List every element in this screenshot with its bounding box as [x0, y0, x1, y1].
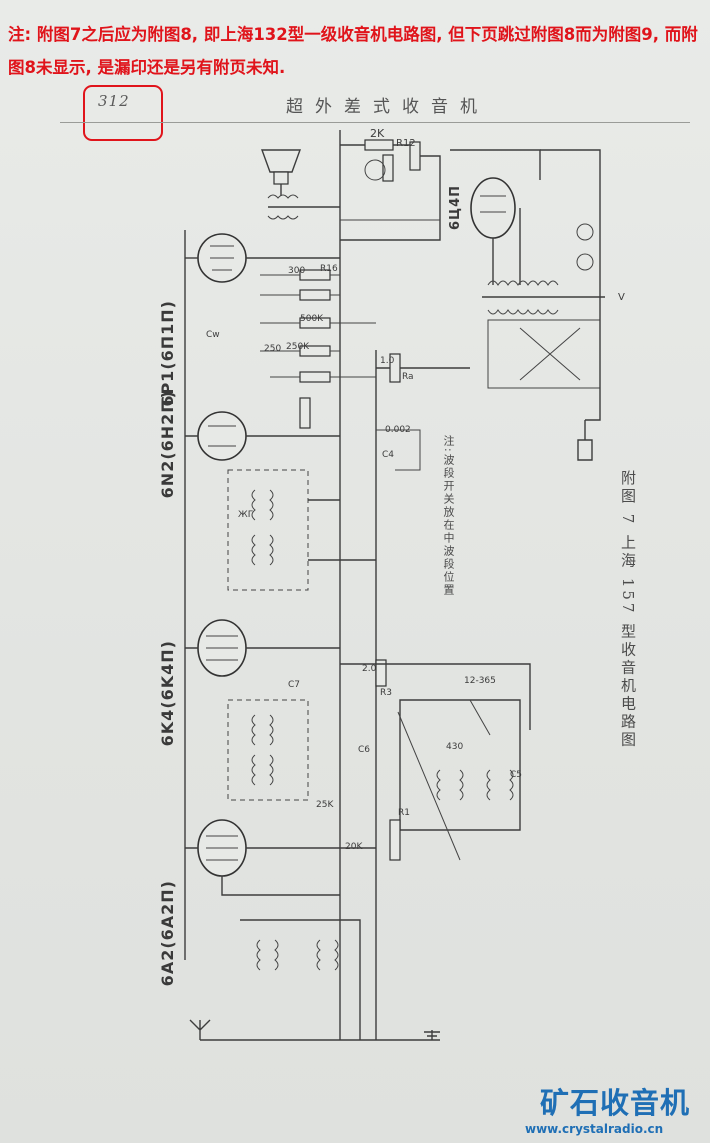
tube-label-6k4: 6K4(6K4П): [158, 640, 177, 747]
label-300: 300: [288, 266, 306, 276]
label-r1: R1: [398, 808, 410, 818]
label-2k: 2K: [370, 127, 385, 140]
figure-caption: 附图 7 上海 157 型收音机电路图: [619, 470, 637, 750]
oscillator-section: [389, 699, 521, 861]
tube-label-6n2: 6N2(6H2П): [158, 390, 177, 499]
label-if-1: ЖГ: [238, 510, 254, 520]
label-r12: R12: [396, 138, 416, 149]
label-c4: C4: [382, 450, 395, 460]
label-c6: C6: [358, 745, 371, 755]
page-number: 312: [98, 92, 130, 110]
label-25k: 25K: [316, 800, 334, 810]
band-switch-note: 注:波段开关放在中波段位置: [442, 435, 455, 597]
output-transformer: [267, 194, 340, 220]
header-rule: [60, 122, 690, 123]
power-transformer: [482, 149, 605, 461]
running-header-title: 超外差式收音机: [286, 97, 489, 117]
label-250k: 250K: [286, 342, 310, 352]
label-c7: C7: [288, 680, 301, 690]
tube-label-6c4p: 6Ц4П: [448, 185, 463, 231]
label-1-0: 1.0: [380, 356, 395, 366]
label-r3: R3: [380, 688, 392, 698]
label-v: V: [618, 292, 625, 303]
volume-network: [260, 139, 470, 383]
output-tube-6p1: [185, 233, 340, 283]
rectifier-tube-6c4p: [450, 149, 541, 285]
mixer-tube-6k4: [185, 619, 531, 730]
label-c5: C5: [510, 770, 523, 780]
annotation-note: 注: 附图7之后应为附图8, 即上海132型一级收音机电路图, 但下页跳过附图8…: [8, 25, 698, 77]
label-20k: 20K: [345, 842, 363, 852]
label-ra: Ra: [402, 372, 414, 382]
label-500k: 500K: [300, 314, 324, 324]
speaker: [261, 149, 301, 196]
label-2-0: 2.0: [362, 664, 377, 674]
antenna-input-section: [189, 919, 440, 1040]
if-transformer-1: [227, 469, 376, 591]
watermark-brand: 矿石收音机: [540, 1086, 691, 1120]
label-0-002: 0.002: [385, 425, 411, 435]
converter-tube-6a2: [185, 819, 376, 896]
page-number-highlight-box: [83, 85, 163, 141]
label-cw: Cw: [206, 330, 220, 340]
watermark-url: www.crystalradio.cn: [525, 1122, 664, 1136]
tube-label-6a2: 6A2(6A2П): [158, 880, 177, 987]
label-r16: R16: [320, 264, 338, 274]
if-transformer-2: [227, 699, 309, 801]
if-amp-tube-6n2: [185, 397, 421, 471]
label-12-365: 12-365: [464, 676, 496, 686]
label-c250: 250: [264, 344, 282, 354]
label-430: 430: [446, 742, 464, 752]
